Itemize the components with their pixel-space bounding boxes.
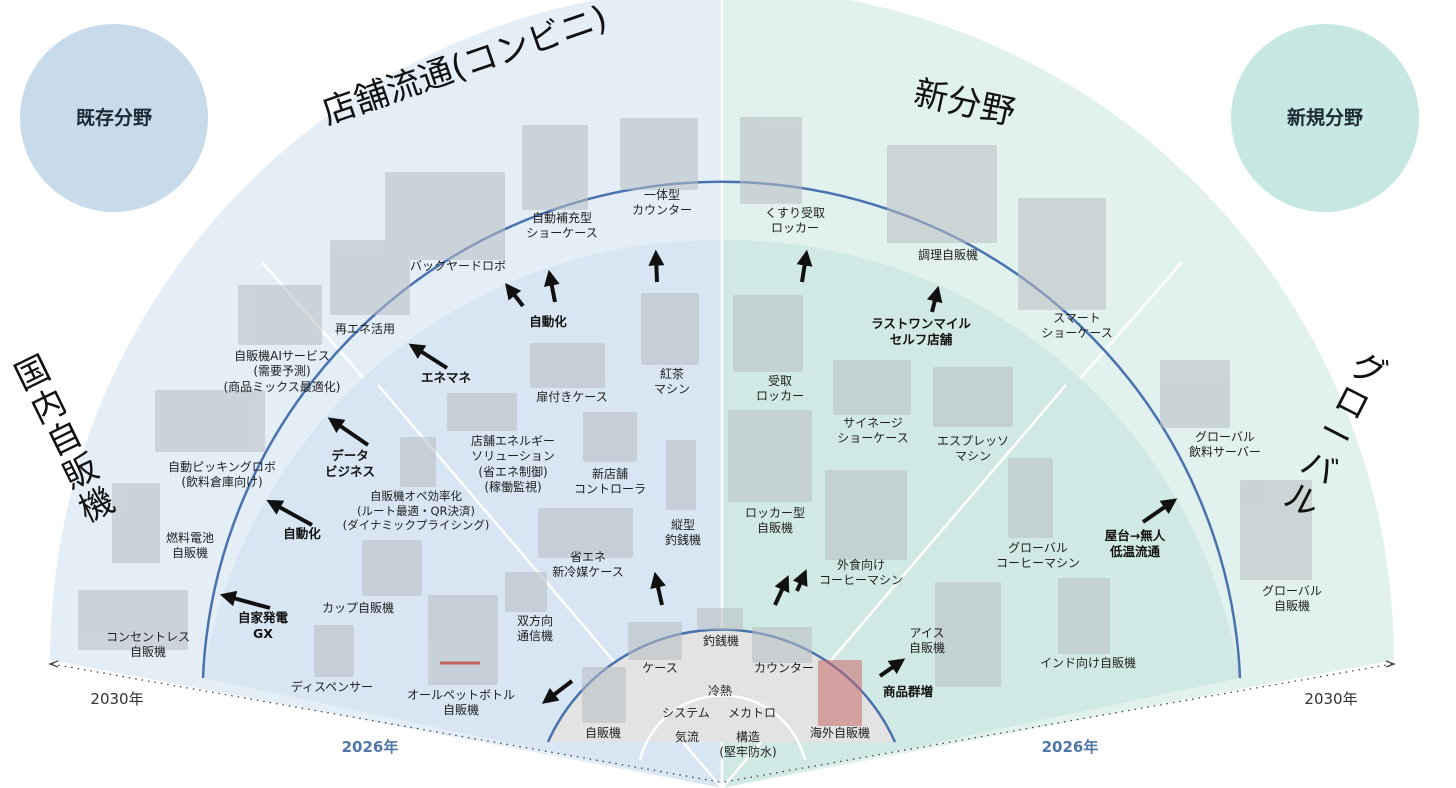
qr-image [400, 437, 436, 487]
item-energy-saving-case: 省エネ 新冷媒ケース [552, 550, 624, 580]
item-vertical-changer: 縦型 釣銭機 [664, 518, 701, 548]
base-vending-label: 自販機 [584, 726, 621, 740]
year-2030-left: 2030年 [90, 690, 144, 708]
item-renewable: 再エネ活用 [334, 322, 395, 336]
base-case-label: ケース [642, 661, 678, 675]
driver-automation-2: 自動化 [529, 314, 567, 329]
base-changer-image [697, 608, 743, 630]
core-mechatronics: メカトロ [727, 706, 776, 720]
locker-vending-image [728, 410, 812, 502]
item-consentless-vending: コンセントレス 自販機 [105, 630, 190, 660]
item-global-vending: グローバル 自販機 [1262, 584, 1322, 614]
item-backyard-robot: バックヤードロボ [409, 259, 506, 273]
item-espresso-machine: エスプレッソ マシン [936, 434, 1009, 464]
year-2026-arc [201, 180, 1242, 679]
ice-vending-image [935, 582, 1001, 687]
item-global-coffee: グローバル コーヒーマシン [995, 541, 1080, 571]
item-opex-efficiency: 自販機オペ効率化 (ルート最適・QR決済) (ダイナミックプライシング) [342, 489, 490, 533]
item-cooking-vending: 調理自販機 [917, 248, 978, 262]
auto-refill-case-image [522, 125, 588, 210]
existing-field-circle [20, 24, 208, 212]
consentless-image [78, 590, 188, 650]
item-fuel-cell-vending: 燃料電池 自販機 [165, 531, 214, 561]
global-vending-image [1240, 480, 1312, 580]
item-locker-vending: ロッカー型 自販機 [744, 506, 805, 536]
item-smart-case: スマート ショーケース [1041, 311, 1113, 341]
base-counter-label: カウンター [753, 661, 814, 675]
item-store-energy-solution: 店舗エネルギー ソリューション (省エネ制御) (稼働監視) [470, 434, 555, 495]
item-cup-vending: カップ自販機 [321, 601, 394, 615]
store-energy-image [447, 393, 517, 431]
item-medicine-locker: くすり受取 ロッカー [764, 206, 825, 236]
espresso-image [933, 367, 1013, 427]
driver-energy-management: エネマネ [420, 370, 471, 385]
core-system: システム [662, 706, 710, 720]
new-field-label: 新規分野 [1286, 107, 1363, 129]
item-picking-robot: 自動ピッキングロボ (飲料倉庫向け) [168, 460, 276, 490]
item-ai-service: 自販機AIサービス (需要予測) (商品ミックス最適化) [223, 349, 341, 394]
door-case-image [530, 343, 605, 388]
existing-field-label: 既存分野 [75, 107, 152, 129]
item-bidirectional-comm: 双方向 通信機 [516, 614, 553, 644]
core-structure: 構造 (堅牢防水) [719, 730, 777, 760]
fuel-cell-image [112, 483, 160, 563]
driver-unmanned: 屋台→無人 低温流通 [1104, 528, 1166, 559]
driver-last-mile: ラストワンマイル セルフ店舗 [871, 316, 971, 347]
item-india-vending: インド向け自販機 [1039, 656, 1136, 670]
progress-arrows [219, 249, 1178, 704]
item-receive-locker: 受取 ロッカー [755, 374, 804, 404]
smart-case-image [1018, 198, 1106, 310]
item-store-controller: 新店舗 コントローラ [573, 467, 646, 497]
base-overseas-image [818, 660, 862, 726]
driver-data-business: データ ビジネス [324, 448, 375, 479]
cooking-vending-image [887, 145, 997, 243]
item-tea-machine: 紅茶 マシン [653, 367, 690, 397]
new-field-circle [1231, 24, 1419, 212]
driver-gx: 自家発電 GX [237, 610, 288, 641]
picking-robot-image [155, 390, 265, 452]
item-global-server: グローバル 飲料サーバー [1189, 430, 1261, 460]
item-auto-refill-case: 自動補充型 ショーケース [526, 211, 598, 241]
tea-machine-image [641, 293, 699, 365]
item-dispenser: ディスペンサー [290, 680, 374, 694]
base-overseas-label: 海外自販機 [809, 726, 870, 740]
item-ice-vending: アイス 自販機 [908, 626, 945, 656]
base-counter-image [752, 627, 812, 663]
signage-case-image [833, 360, 911, 415]
ai-service-image [238, 285, 322, 345]
dispenser-image [314, 625, 354, 677]
item-door-case: 扉付きケース [536, 390, 608, 404]
backyard-robot-image [385, 172, 505, 260]
item-pet-bottle-vending: オールペットボトル 自販機 [406, 688, 515, 718]
energy-case-image [538, 508, 633, 558]
base-vending-image [582, 667, 626, 723]
integrated-counter-image [620, 118, 698, 190]
year-2026-left: 2026年 [341, 738, 399, 756]
receive-locker-image [733, 295, 803, 372]
dining-coffee-image [825, 470, 907, 560]
core-cooling-heating: 冷熱 [707, 684, 732, 698]
medicine-locker-image [740, 117, 802, 204]
india-vending-image [1058, 578, 1110, 654]
item-integrated-counter: 一体型 カウンター [631, 188, 692, 218]
global-server-image [1160, 360, 1230, 428]
base-case-image [628, 622, 682, 660]
year-2026-right: 2026年 [1041, 738, 1099, 756]
driver-product-group: 商品群増 [882, 684, 933, 699]
bidirectional-image [505, 572, 547, 612]
core-airflow: 気流 [674, 730, 699, 744]
cup-vending-image [362, 540, 422, 596]
year-2030-right: 2030年 [1304, 690, 1358, 708]
pet-bottle-image [428, 595, 498, 685]
item-signage-case: サイネージ ショーケース [837, 416, 909, 446]
driver-automation-1: 自動化 [283, 526, 321, 541]
vertical-changer-image [666, 440, 696, 510]
base-changer-label: 釣銭機 [702, 634, 739, 648]
item-dining-coffee: 外食向け コーヒーマシン [818, 558, 903, 588]
global-coffee-image [1008, 458, 1053, 538]
store-controller-image [583, 412, 637, 462]
